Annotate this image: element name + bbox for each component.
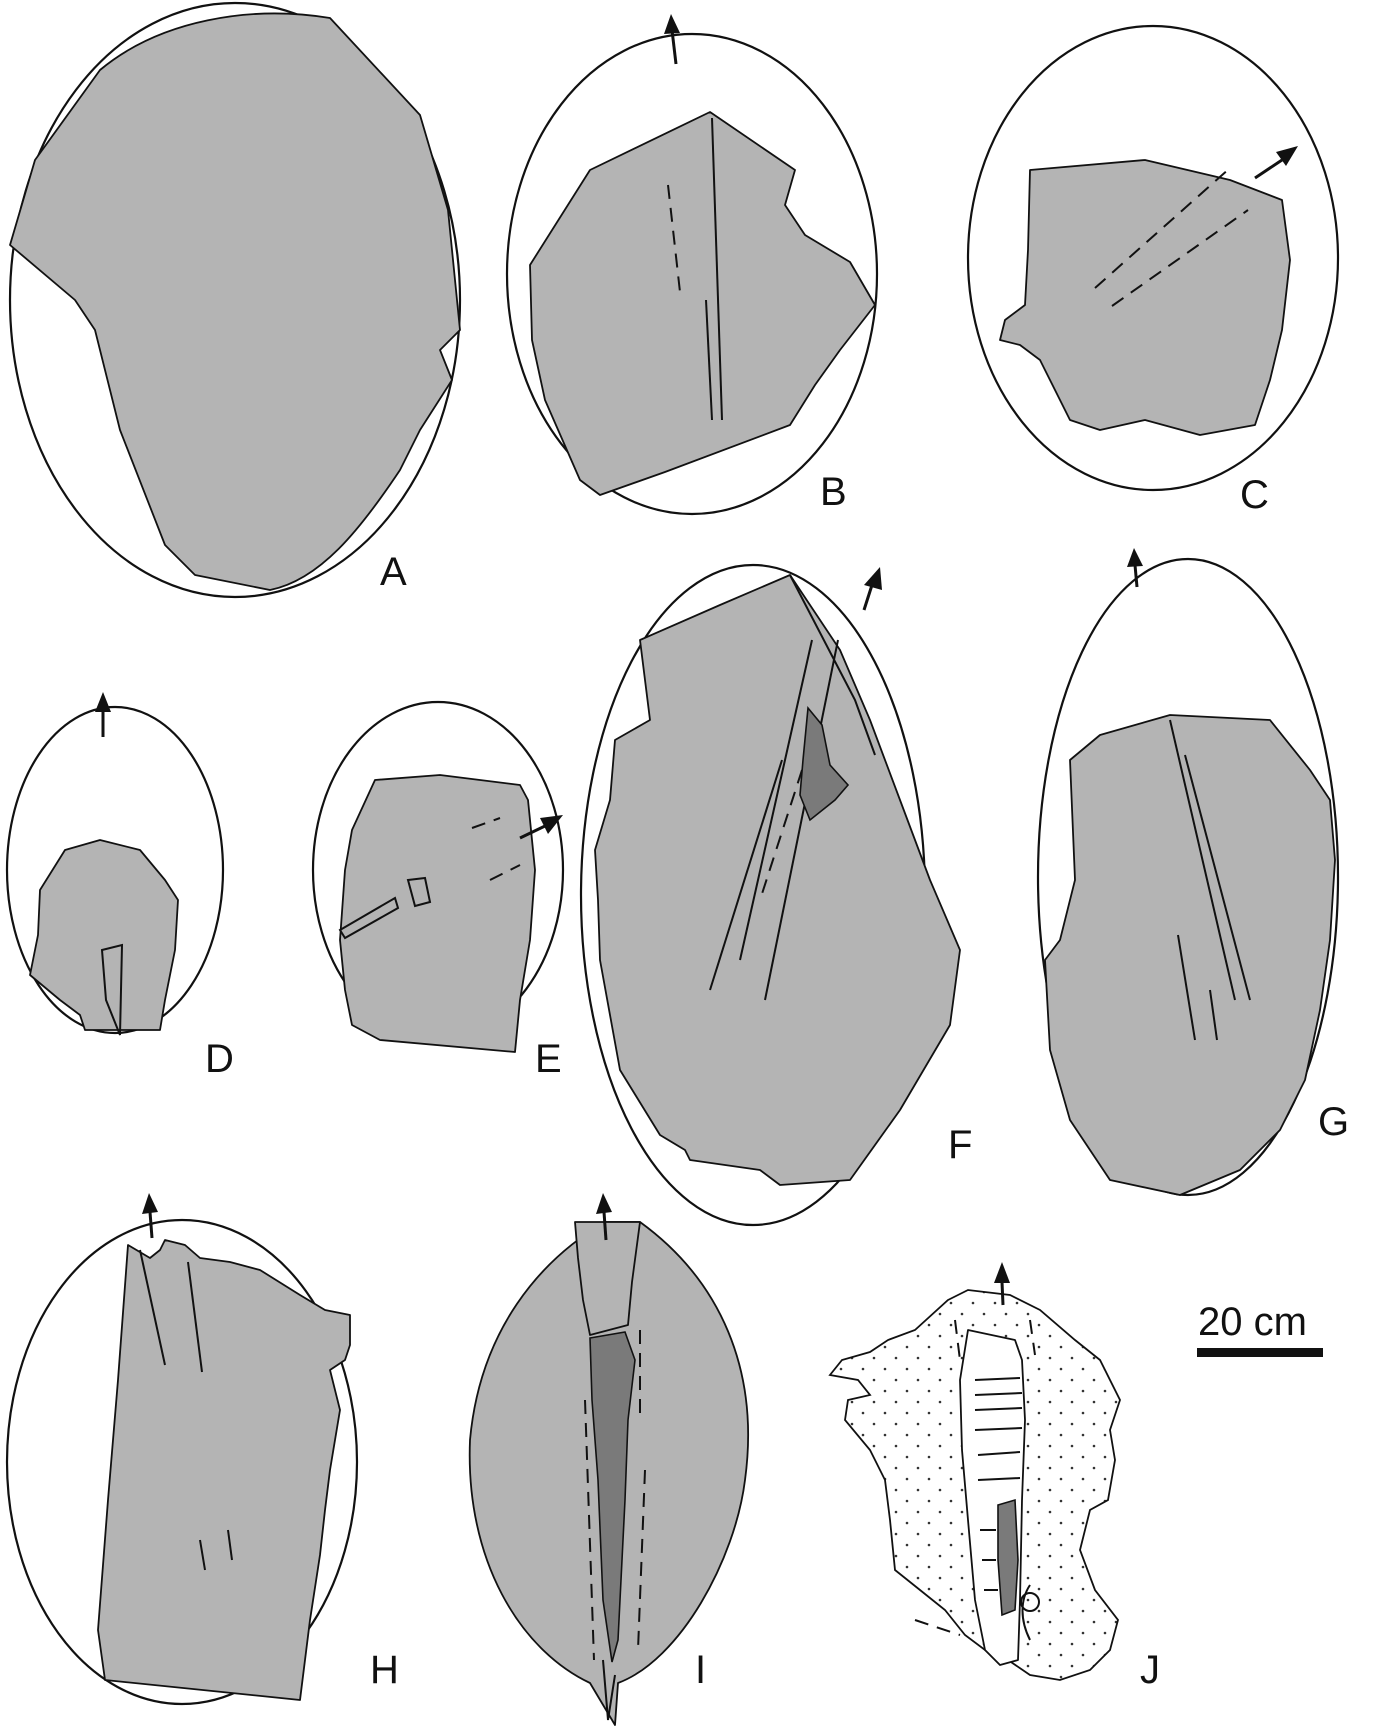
- panel-d-label: D: [205, 1037, 234, 1081]
- panel-j: J: [830, 1262, 1160, 1692]
- panel-f-rock: [595, 575, 960, 1185]
- panel-h-rock: [98, 1240, 350, 1700]
- panel-h-arrow-shaft: [150, 1212, 152, 1238]
- panel-g-label: G: [1318, 1100, 1349, 1144]
- panel-g-arrow-head: [1127, 548, 1143, 567]
- panel-j-dark-zone: [998, 1500, 1018, 1615]
- scale-bar-line: [1197, 1348, 1323, 1357]
- panel-i: I: [470, 1193, 748, 1725]
- panel-g-rock: [1045, 715, 1335, 1195]
- panel-j-arrow-shaft: [1002, 1282, 1003, 1305]
- panel-f-arrow-head: [864, 567, 882, 590]
- scale-bar-label: 20 cm: [1198, 1300, 1307, 1344]
- scale-bar: 20 cm: [1197, 1300, 1323, 1357]
- panel-j-dashed-3: [915, 1620, 960, 1635]
- panel-e-label: E: [535, 1037, 562, 1081]
- panel-f-arrow-shaft: [864, 585, 872, 610]
- panel-i-arrow-head: [596, 1193, 612, 1214]
- panel-c-label: C: [1240, 473, 1269, 517]
- panel-e: E: [313, 702, 563, 1081]
- panel-d: D: [7, 692, 234, 1081]
- panel-d-arrow-head: [95, 692, 111, 712]
- panel-j-label: J: [1140, 1648, 1160, 1692]
- panel-i-arrow-shaft: [604, 1212, 606, 1240]
- panel-b-label: B: [820, 470, 847, 514]
- panel-h-arrow-head: [142, 1193, 158, 1214]
- panel-h-label: H: [370, 1648, 399, 1692]
- panel-a: A: [10, 3, 460, 597]
- panel-h: H: [7, 1193, 399, 1704]
- panel-a-label: A: [380, 550, 407, 594]
- panel-b-arrow-head: [664, 14, 680, 34]
- panel-g: G: [1038, 548, 1349, 1195]
- panel-b: B: [507, 14, 877, 514]
- panel-f-label: F: [948, 1123, 972, 1167]
- panel-f: F: [581, 565, 972, 1225]
- panel-g-arrow-shaft: [1135, 565, 1137, 587]
- panel-j-arrow-head: [994, 1262, 1010, 1283]
- panel-i-label: I: [695, 1648, 706, 1692]
- panel-c: C: [968, 26, 1338, 517]
